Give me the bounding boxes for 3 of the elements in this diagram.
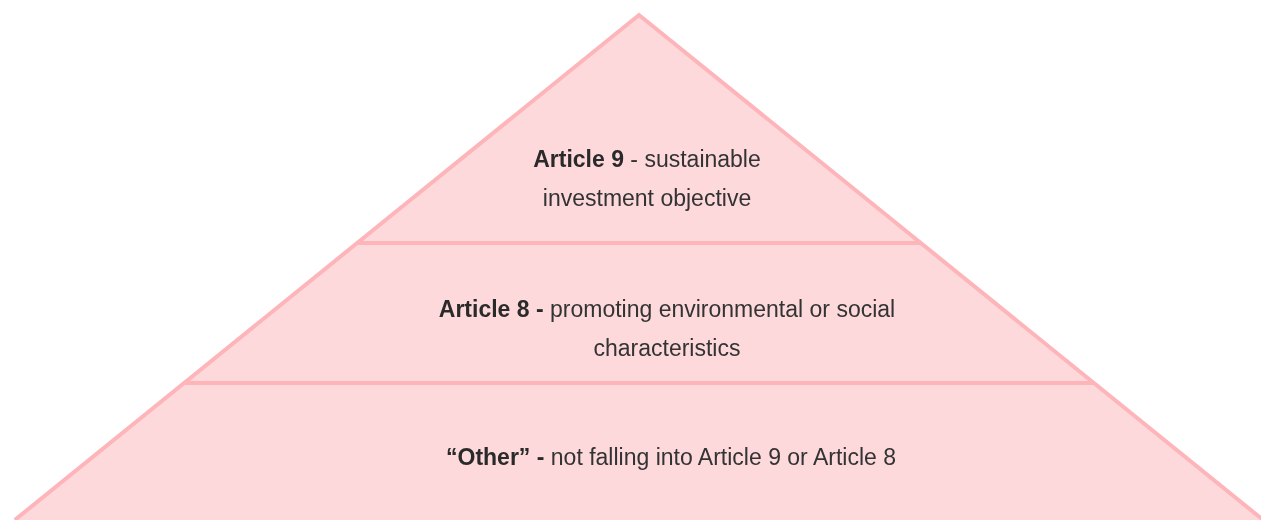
tier-label: Article 8 - promoting environmental or social characteristics [437,295,897,363]
tier-label: “Other” - not falling into Article 9 or Article 8 [445,443,897,472]
tier-label: Article 9 - sustainable investment objective [532,145,762,213]
